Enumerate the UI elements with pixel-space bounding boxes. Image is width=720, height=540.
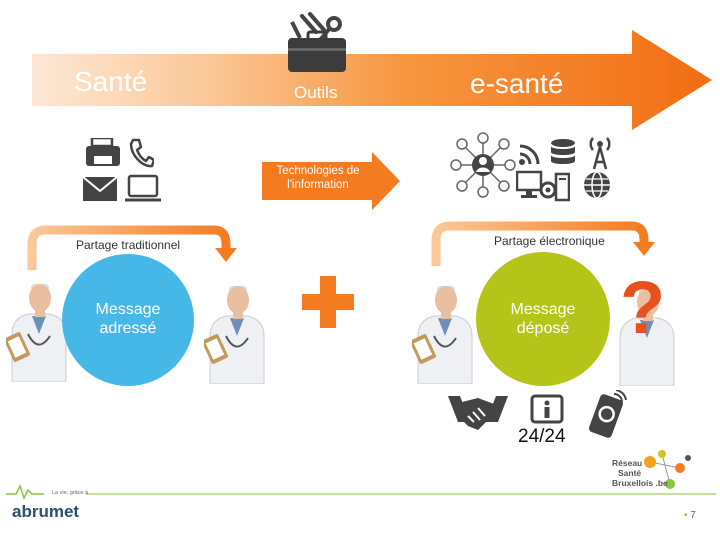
electronic-message-text: Message déposé	[476, 300, 610, 338]
phone-icon	[129, 138, 154, 168]
signal-icon	[519, 144, 540, 165]
doctor-icon	[204, 286, 265, 384]
question-mark: ?	[620, 266, 666, 349]
electronic-message-line1: Message	[510, 301, 576, 318]
fax-icon	[86, 138, 120, 166]
antenna-icon	[589, 137, 611, 170]
toolbox-icon	[288, 12, 346, 72]
traditional-message-text: Message adressé	[62, 300, 194, 338]
electronic-curve-arrow	[431, 221, 655, 266]
doctor-icon	[412, 286, 473, 384]
traditional-message-line1: Message	[95, 301, 161, 318]
availability-label: 24/24	[518, 426, 566, 447]
electronic-message-line2: déposé	[516, 320, 570, 337]
partner-logo-text: Réseau Santé Bruxellois .be	[612, 458, 668, 488]
logo-name: abrumet	[12, 502, 80, 521]
page-number-bullet-icon: •	[684, 510, 688, 521]
tech-arrow	[262, 152, 400, 210]
database-icon	[551, 139, 575, 164]
banner-arrow	[32, 30, 712, 130]
banner-left-label: Santé	[74, 66, 148, 97]
laptop-icon	[125, 174, 161, 202]
banner-center-label: Outils	[294, 83, 338, 102]
page-number: • 7	[684, 510, 696, 521]
partner-logo-graphic	[644, 450, 691, 489]
traditional-curve-arrow	[27, 225, 237, 270]
banner-right-label: e-santé	[470, 68, 564, 99]
tech-arrow-label-line1: Technologies de	[276, 165, 360, 177]
doctor-icon	[6, 284, 67, 382]
electronic-label: Partage électronique	[494, 234, 605, 248]
traditional-message-circle	[62, 254, 194, 386]
doctor-icon	[619, 288, 675, 386]
logo-tagline: La vie, grâce à	[52, 490, 89, 496]
traditional-message-line2: adressé	[99, 320, 157, 337]
tech-arrow-label: Technologies de l'information	[262, 164, 374, 192]
info-icon	[530, 394, 564, 424]
globe-icon	[584, 171, 610, 199]
handshake-icon	[448, 396, 508, 430]
partner-line3: Bruxellois .be	[612, 478, 668, 488]
computer-icon	[516, 170, 570, 202]
partner-line1: Réseau	[612, 458, 643, 468]
network-icon	[450, 132, 516, 198]
mobile-phone-icon	[589, 390, 627, 438]
page-number-value: 7	[690, 510, 696, 521]
footer-line	[6, 484, 716, 500]
traditional-label: Partage traditionnel	[76, 238, 181, 252]
plus-icon	[302, 276, 354, 328]
partner-line2: Santé	[618, 468, 642, 478]
electronic-message-circle	[476, 252, 610, 386]
tech-arrow-label-line2: l'information	[287, 179, 349, 191]
envelope-icon	[82, 176, 118, 201]
